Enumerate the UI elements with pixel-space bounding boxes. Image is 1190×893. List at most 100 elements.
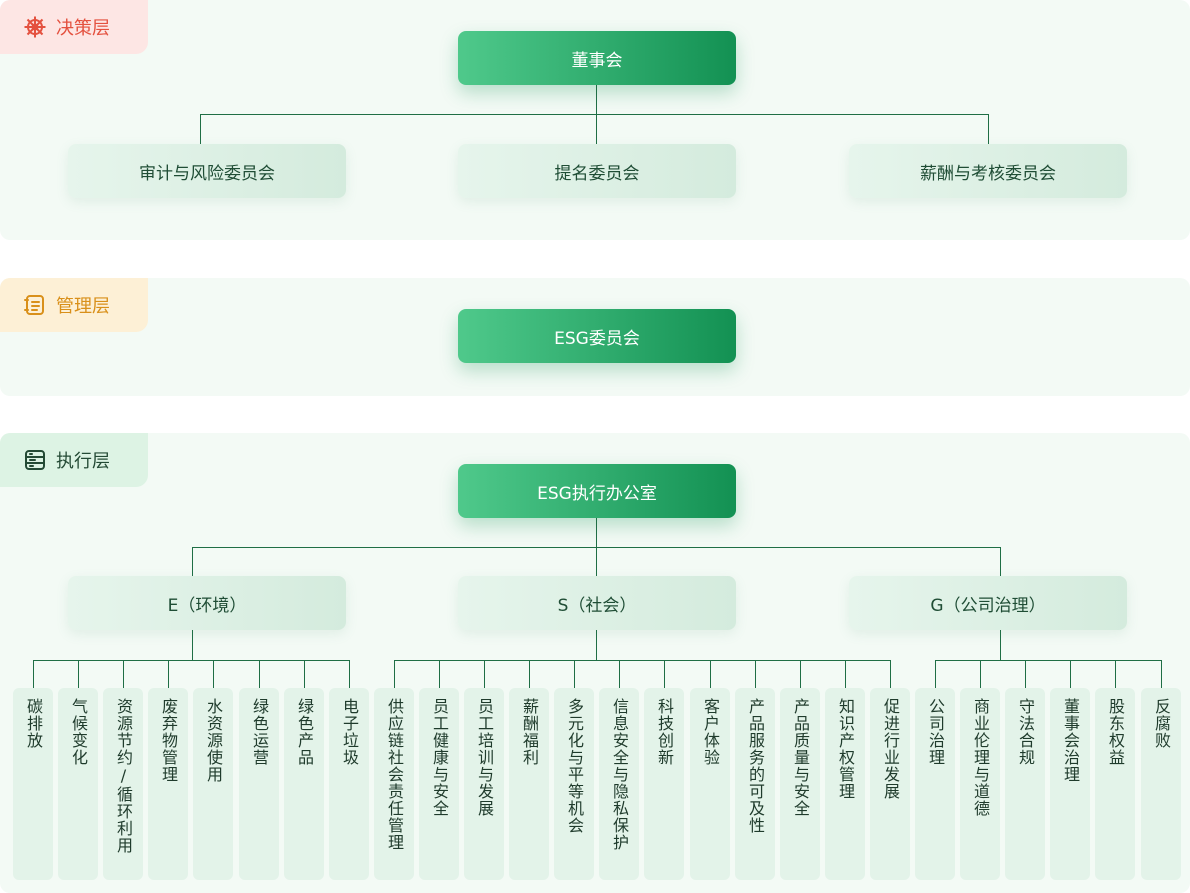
leaf-item-label: 水资源使用 bbox=[204, 698, 223, 783]
connector bbox=[33, 660, 34, 688]
leaf-item-label: 信息安全与隐私保护 bbox=[610, 698, 629, 851]
connector bbox=[1070, 660, 1071, 688]
governance-node: G（公司治理） bbox=[849, 576, 1127, 630]
connector bbox=[619, 660, 620, 688]
leaf-item-env: 绿色运营 bbox=[239, 688, 279, 880]
connector bbox=[33, 660, 350, 661]
leaf-item-gov: 公司治理 bbox=[915, 688, 955, 880]
esg-committee-node: ESG委员会 bbox=[458, 309, 736, 363]
connector bbox=[200, 114, 989, 115]
leaf-item-label: 科技创新 bbox=[655, 698, 674, 766]
leaf-item-label: 反腐败 bbox=[1152, 698, 1171, 749]
leaf-item-social: 信息安全与隐私保护 bbox=[599, 688, 639, 880]
leaf-item-social: 供应链社会责任管理 bbox=[374, 688, 414, 880]
leaf-item-label: 气候变化 bbox=[69, 698, 88, 766]
leaf-item-env: 废弃物管理 bbox=[148, 688, 188, 880]
leaf-item-gov: 反腐败 bbox=[1141, 688, 1181, 880]
connector bbox=[980, 660, 981, 688]
connector bbox=[529, 660, 530, 688]
leaf-item-social: 员工健康与安全 bbox=[419, 688, 459, 880]
leaf-item-label: 商业伦理与道德 bbox=[971, 698, 990, 817]
leaf-item-env: 绿色产品 bbox=[284, 688, 324, 880]
connector bbox=[1161, 660, 1162, 688]
connector bbox=[259, 660, 260, 688]
leaf-item-gov: 董事会治理 bbox=[1050, 688, 1090, 880]
leaf-item-social: 产品质量与安全 bbox=[780, 688, 820, 880]
connector bbox=[1000, 547, 1001, 576]
board-node: 董事会 bbox=[458, 31, 736, 85]
connector bbox=[192, 630, 193, 660]
connector bbox=[1115, 660, 1116, 688]
leaf-item-social: 员工培训与发展 bbox=[464, 688, 504, 880]
connector bbox=[845, 660, 846, 688]
audit-risk-committee-node: 审计与风险委员会 bbox=[68, 144, 346, 198]
leaf-item-social: 促进行业发展 bbox=[870, 688, 910, 880]
leaf-item-label: 产品质量与安全 bbox=[791, 698, 810, 817]
leaf-item-label: 供应链社会责任管理 bbox=[385, 698, 404, 851]
leaf-item-social: 薪酬福利 bbox=[509, 688, 549, 880]
leaf-item-label: 促进行业发展 bbox=[881, 698, 900, 800]
social-node: S（社会） bbox=[458, 576, 736, 630]
leaf-item-env: 碳排放 bbox=[13, 688, 53, 880]
management-layer-tag: 管理层 bbox=[0, 278, 148, 332]
connector bbox=[192, 547, 193, 576]
leaf-item-label: 碳排放 bbox=[24, 698, 43, 749]
connector bbox=[78, 660, 79, 688]
connector bbox=[596, 630, 597, 660]
connector bbox=[935, 660, 936, 688]
nomination-committee-node: 提名委员会 bbox=[458, 144, 736, 198]
leaf-item-label: 电子垃圾 bbox=[340, 698, 359, 766]
leaf-item-label: 资源节约/循环利用 bbox=[114, 698, 133, 854]
connector bbox=[304, 660, 305, 688]
connector bbox=[1025, 660, 1026, 688]
connector bbox=[800, 660, 801, 688]
leaf-item-label: 董事会治理 bbox=[1061, 698, 1080, 783]
connector bbox=[935, 660, 1162, 661]
leaf-item-gov: 商业伦理与道德 bbox=[960, 688, 1000, 880]
leaf-item-label: 多元化与平等机会 bbox=[565, 698, 584, 834]
leaf-item-label: 绿色运营 bbox=[250, 698, 269, 766]
connector bbox=[890, 660, 891, 688]
leaf-item-label: 薪酬福利 bbox=[520, 698, 539, 766]
leaf-item-gov: 守法合规 bbox=[1005, 688, 1045, 880]
leaf-item-label: 知识产权管理 bbox=[836, 698, 855, 800]
leaf-item-env: 气候变化 bbox=[58, 688, 98, 880]
connector bbox=[394, 660, 891, 661]
connector bbox=[439, 660, 440, 688]
connector bbox=[484, 660, 485, 688]
leaf-item-env: 资源节约/循环利用 bbox=[103, 688, 143, 880]
leaf-item-social: 产品服务的可及性 bbox=[735, 688, 775, 880]
connector bbox=[349, 660, 350, 688]
leaf-item-social: 多元化与平等机会 bbox=[554, 688, 594, 880]
leaf-item-label: 客户体验 bbox=[701, 698, 720, 766]
leaf-item-social: 知识产权管理 bbox=[825, 688, 865, 880]
connector bbox=[168, 660, 169, 688]
leaf-item-social: 科技创新 bbox=[644, 688, 684, 880]
connector bbox=[123, 660, 124, 688]
management-layer-label: 管理层 bbox=[56, 296, 110, 317]
leaf-item-label: 员工培训与发展 bbox=[475, 698, 494, 817]
connector bbox=[394, 660, 395, 688]
leaf-item-label: 员工健康与安全 bbox=[430, 698, 449, 817]
leaf-item-env: 电子垃圾 bbox=[329, 688, 369, 880]
connector bbox=[200, 114, 201, 144]
leaf-item-env: 水资源使用 bbox=[193, 688, 233, 880]
connector bbox=[574, 660, 575, 688]
connector bbox=[755, 660, 756, 688]
leaf-item-label: 守法合规 bbox=[1016, 698, 1035, 766]
leaf-item-label: 绿色产品 bbox=[295, 698, 314, 766]
connector bbox=[664, 660, 665, 688]
leaf-item-gov: 股东权益 bbox=[1095, 688, 1135, 880]
execution-layer-label: 执行层 bbox=[56, 451, 110, 472]
leaf-item-label: 公司治理 bbox=[926, 698, 945, 766]
compensation-committee-node: 薪酬与考核委员会 bbox=[849, 144, 1127, 198]
helm-icon bbox=[22, 14, 48, 40]
decision-layer-label: 决策层 bbox=[56, 18, 110, 39]
abacus-icon bbox=[22, 447, 48, 473]
connector bbox=[192, 547, 1001, 548]
connector bbox=[988, 114, 989, 144]
leaf-item-label: 股东权益 bbox=[1106, 698, 1125, 766]
leaf-item-label: 产品服务的可及性 bbox=[746, 698, 765, 834]
leaf-item-social: 客户体验 bbox=[690, 688, 730, 880]
connector bbox=[710, 660, 711, 688]
